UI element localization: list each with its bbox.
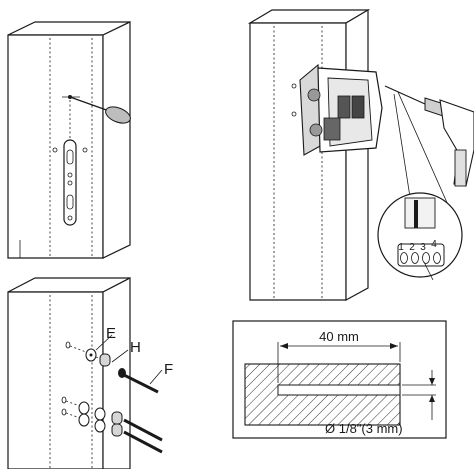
stud-side-face bbox=[102, 21, 131, 259]
dimension-length-label: 40 mm bbox=[319, 329, 359, 344]
leader-h bbox=[111, 349, 129, 363]
awl-icon bbox=[68, 95, 131, 124]
panel-mark-stud bbox=[7, 21, 131, 259]
label-f: F bbox=[164, 361, 173, 378]
panel-drill-holes: 1 2 3 4 bbox=[247, 8, 474, 302]
slot-label-1: 1 bbox=[398, 242, 404, 253]
label-h: H bbox=[130, 339, 141, 356]
panel-hardware bbox=[7, 277, 163, 469]
slot-label-3: 3 bbox=[420, 242, 426, 253]
wall-mount-bracket-icon bbox=[291, 63, 383, 156]
dimension-diameter-label: Ø 1/8"(3 mm) bbox=[325, 421, 403, 436]
leader-f bbox=[149, 369, 163, 385]
stud-front-face bbox=[7, 291, 104, 469]
pilot-mark bbox=[82, 147, 88, 153]
drill-icon bbox=[384, 85, 474, 187]
slot-label-2: 2 bbox=[409, 242, 415, 253]
pilot-hole-section bbox=[277, 384, 401, 396]
dimension-frame bbox=[232, 320, 447, 439]
stud-front-face bbox=[7, 34, 104, 259]
slot-label-4: 4 bbox=[431, 239, 437, 250]
panel-hole-dimension bbox=[232, 320, 447, 439]
leader-e bbox=[95, 334, 113, 351]
wall-plate-icon bbox=[63, 100, 77, 226]
pilot-mark bbox=[52, 147, 58, 153]
upper-fastener-set bbox=[65, 341, 159, 394]
stud-front-face bbox=[249, 22, 347, 301]
lower-fastener-set bbox=[61, 396, 163, 454]
label-e: E bbox=[106, 325, 116, 342]
stud-side-face bbox=[345, 8, 369, 302]
callout-leader bbox=[393, 93, 413, 211]
depth-gauge-callout bbox=[377, 192, 463, 281]
